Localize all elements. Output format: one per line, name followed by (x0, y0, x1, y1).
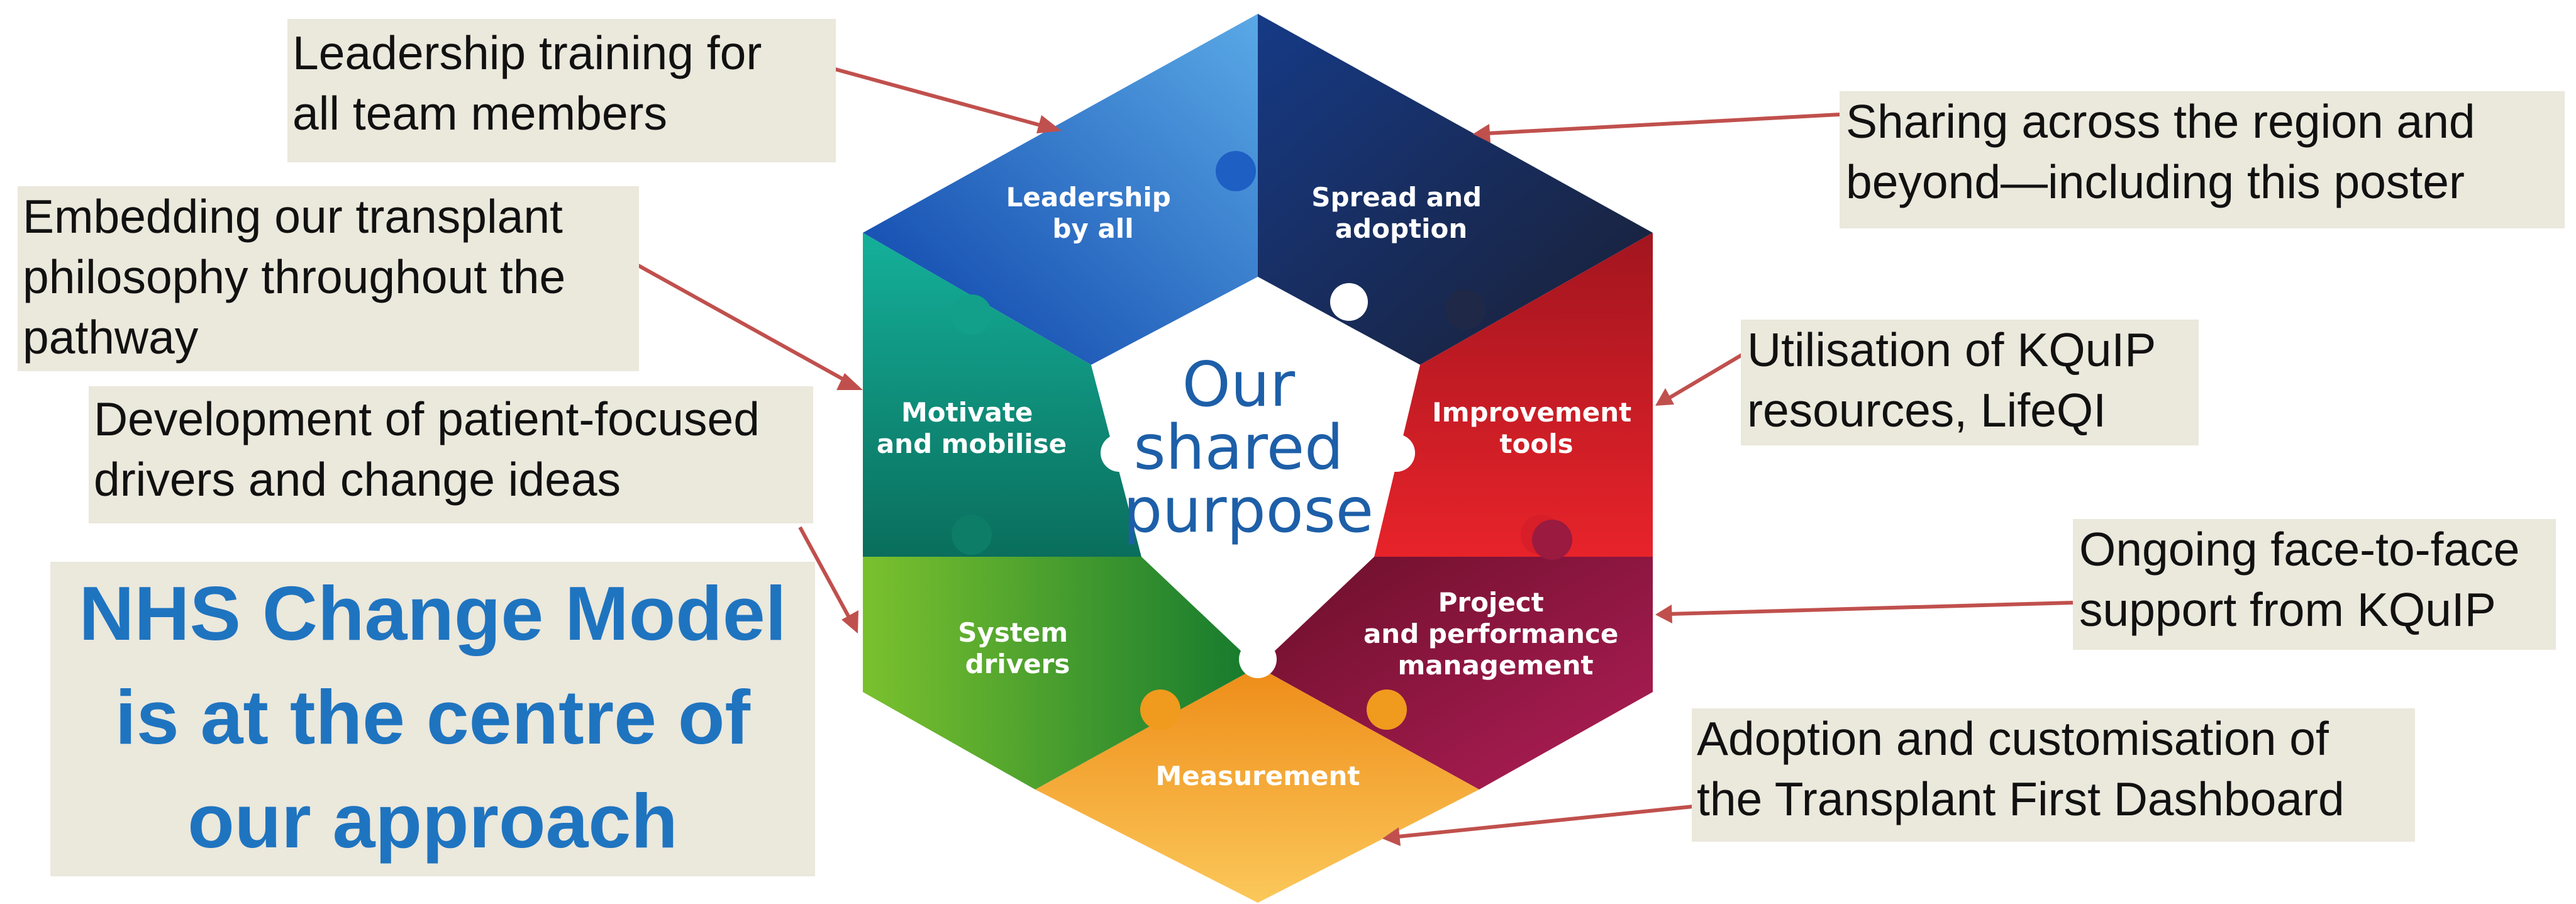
arrowhead-development (841, 610, 858, 633)
headline: NHS Change Model is at the centre of our… (50, 562, 815, 876)
arrowhead-face-to-face (1655, 605, 1672, 623)
segment-label-project: Project and performance management (1363, 587, 1628, 681)
note-line: philosophy throughout the (23, 250, 566, 303)
note-development: Development of patient-focused drivers a… (89, 386, 813, 523)
segment-label-system: System drivers (958, 617, 1077, 679)
arrowhead-embedding (836, 373, 863, 390)
note-adoption: Adoption and customisation of the Transp… (1692, 708, 2415, 842)
arrow-leadership-training (835, 67, 1048, 129)
arrow-development (798, 526, 852, 621)
segment-spread (1258, 14, 1653, 365)
arrowhead-sharing (1473, 124, 1491, 143)
segment-improvement (1374, 233, 1653, 557)
note-line: beyond—including this poster (1846, 155, 2465, 208)
center-shape (1091, 277, 1420, 667)
segment-label-improvement: Improvement tools (1432, 397, 1641, 459)
segment-project (1258, 557, 1653, 790)
arrow-embedding (637, 264, 850, 384)
note-line: Embedding our transplant (23, 190, 563, 243)
arrow-utilisation (1668, 349, 1750, 399)
segment-leadership (863, 14, 1258, 365)
note-line: Utilisation of KQuIP (1747, 323, 2157, 376)
note-line: resources, LifeQI (1747, 384, 2107, 437)
note-line: the Transplant First Dashboard (1697, 773, 2345, 825)
puzzle-tabs (952, 151, 1572, 730)
note-line: Adoption and customisation of (1697, 712, 2329, 765)
note-embedding: Embedding our transplant philosophy thro… (18, 186, 639, 371)
note-line: Ongoing face-to-face (2079, 523, 2520, 576)
arrowhead-leadership-training (1036, 115, 1062, 133)
center-label: Our shared purpose (1123, 349, 1374, 547)
headline-line: NHS Change Model (79, 571, 787, 656)
note-utilisation: Utilisation of KQuIP resources, LifeQI (1741, 320, 2199, 445)
headline-line: is at the centre of (114, 674, 751, 760)
segment-measurement (1035, 667, 1479, 903)
note-face-to-face: Ongoing face-to-face support from KQuIP (2073, 519, 2556, 650)
arrow-sharing (1487, 113, 1840, 135)
note-line: drivers and change ideas (94, 453, 621, 506)
note-sharing: Sharing across the region and beyond—inc… (1840, 91, 2565, 228)
segment-label-motivate: Motivate and mobilise (877, 397, 1067, 459)
arrow-face-to-face (1669, 601, 2074, 616)
arrowhead-utilisation (1655, 388, 1674, 406)
note-line: support from KQuIP (2079, 583, 2496, 636)
arrowhead-adoption (1382, 827, 1401, 846)
arrows (637, 67, 2074, 846)
note-line: all team members (292, 87, 668, 140)
segment-label-measurement: Measurement (1156, 761, 1360, 791)
segment-system (863, 557, 1258, 790)
segment-label-leadership: Leadership by all (1006, 182, 1180, 244)
note-line: pathway (23, 311, 199, 364)
segment-motivate (863, 233, 1141, 557)
arrow-adoption (1397, 805, 1694, 839)
note-line: Sharing across the region and (1846, 95, 2475, 148)
headline-line: our approach (187, 778, 678, 864)
segment-label-spread: Spread and adoption (1311, 182, 1491, 244)
note-leadership-training: Leadership training for all team members (287, 19, 836, 162)
note-line: Leadership training for (292, 26, 762, 79)
note-line: Development of patient-focused (94, 393, 760, 445)
